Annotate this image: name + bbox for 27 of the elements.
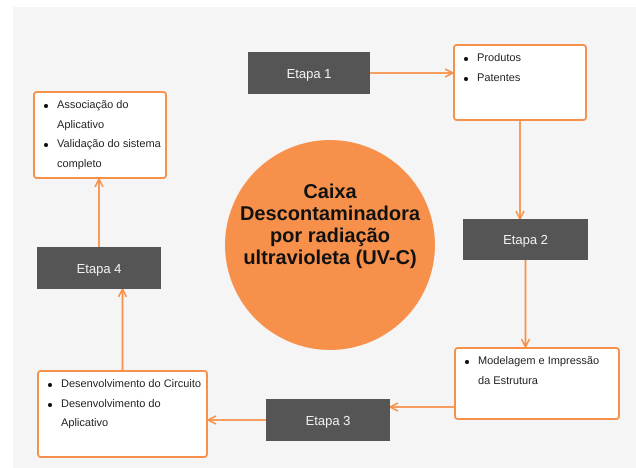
arrow: [118, 288, 128, 370]
step-label: Etapa 1: [286, 66, 332, 80]
step-box: [266, 399, 390, 441]
bullet-text: Desenvolvimento do Aplicativo: [61, 398, 161, 429]
bullet-text: Modelagem e Impressão da Estrutura: [478, 355, 600, 386]
info-box: [37, 370, 208, 458]
bullet-text: Patentes: [477, 72, 520, 84]
arrow: [515, 121, 525, 220]
step-box: [37, 247, 161, 289]
arrow: [520, 260, 530, 348]
bullet-text: Produtos: [477, 52, 522, 64]
bullet-text: Validação do sistema completo: [57, 138, 161, 170]
info-box: [454, 347, 620, 420]
step-box: [248, 52, 370, 94]
arrow: [94, 178, 104, 247]
info-box: [33, 91, 167, 179]
center-title: Caixa Descontaminadora por radiação ultravioleta (UV-C): [238, 181, 422, 271]
arrow: [389, 402, 454, 412]
bullet-text: Desenvolvimento do Circuito: [61, 378, 202, 390]
info-box: [453, 44, 587, 121]
step-label: Etapa 4: [76, 260, 122, 276]
arrow: [207, 415, 266, 425]
step-label: Etapa 2: [503, 232, 548, 247]
step-label: Etapa 3: [306, 412, 350, 428]
arrow: [370, 68, 454, 78]
step-box: [463, 219, 588, 260]
bullet-text: Associação do Aplicativo: [57, 99, 129, 130]
